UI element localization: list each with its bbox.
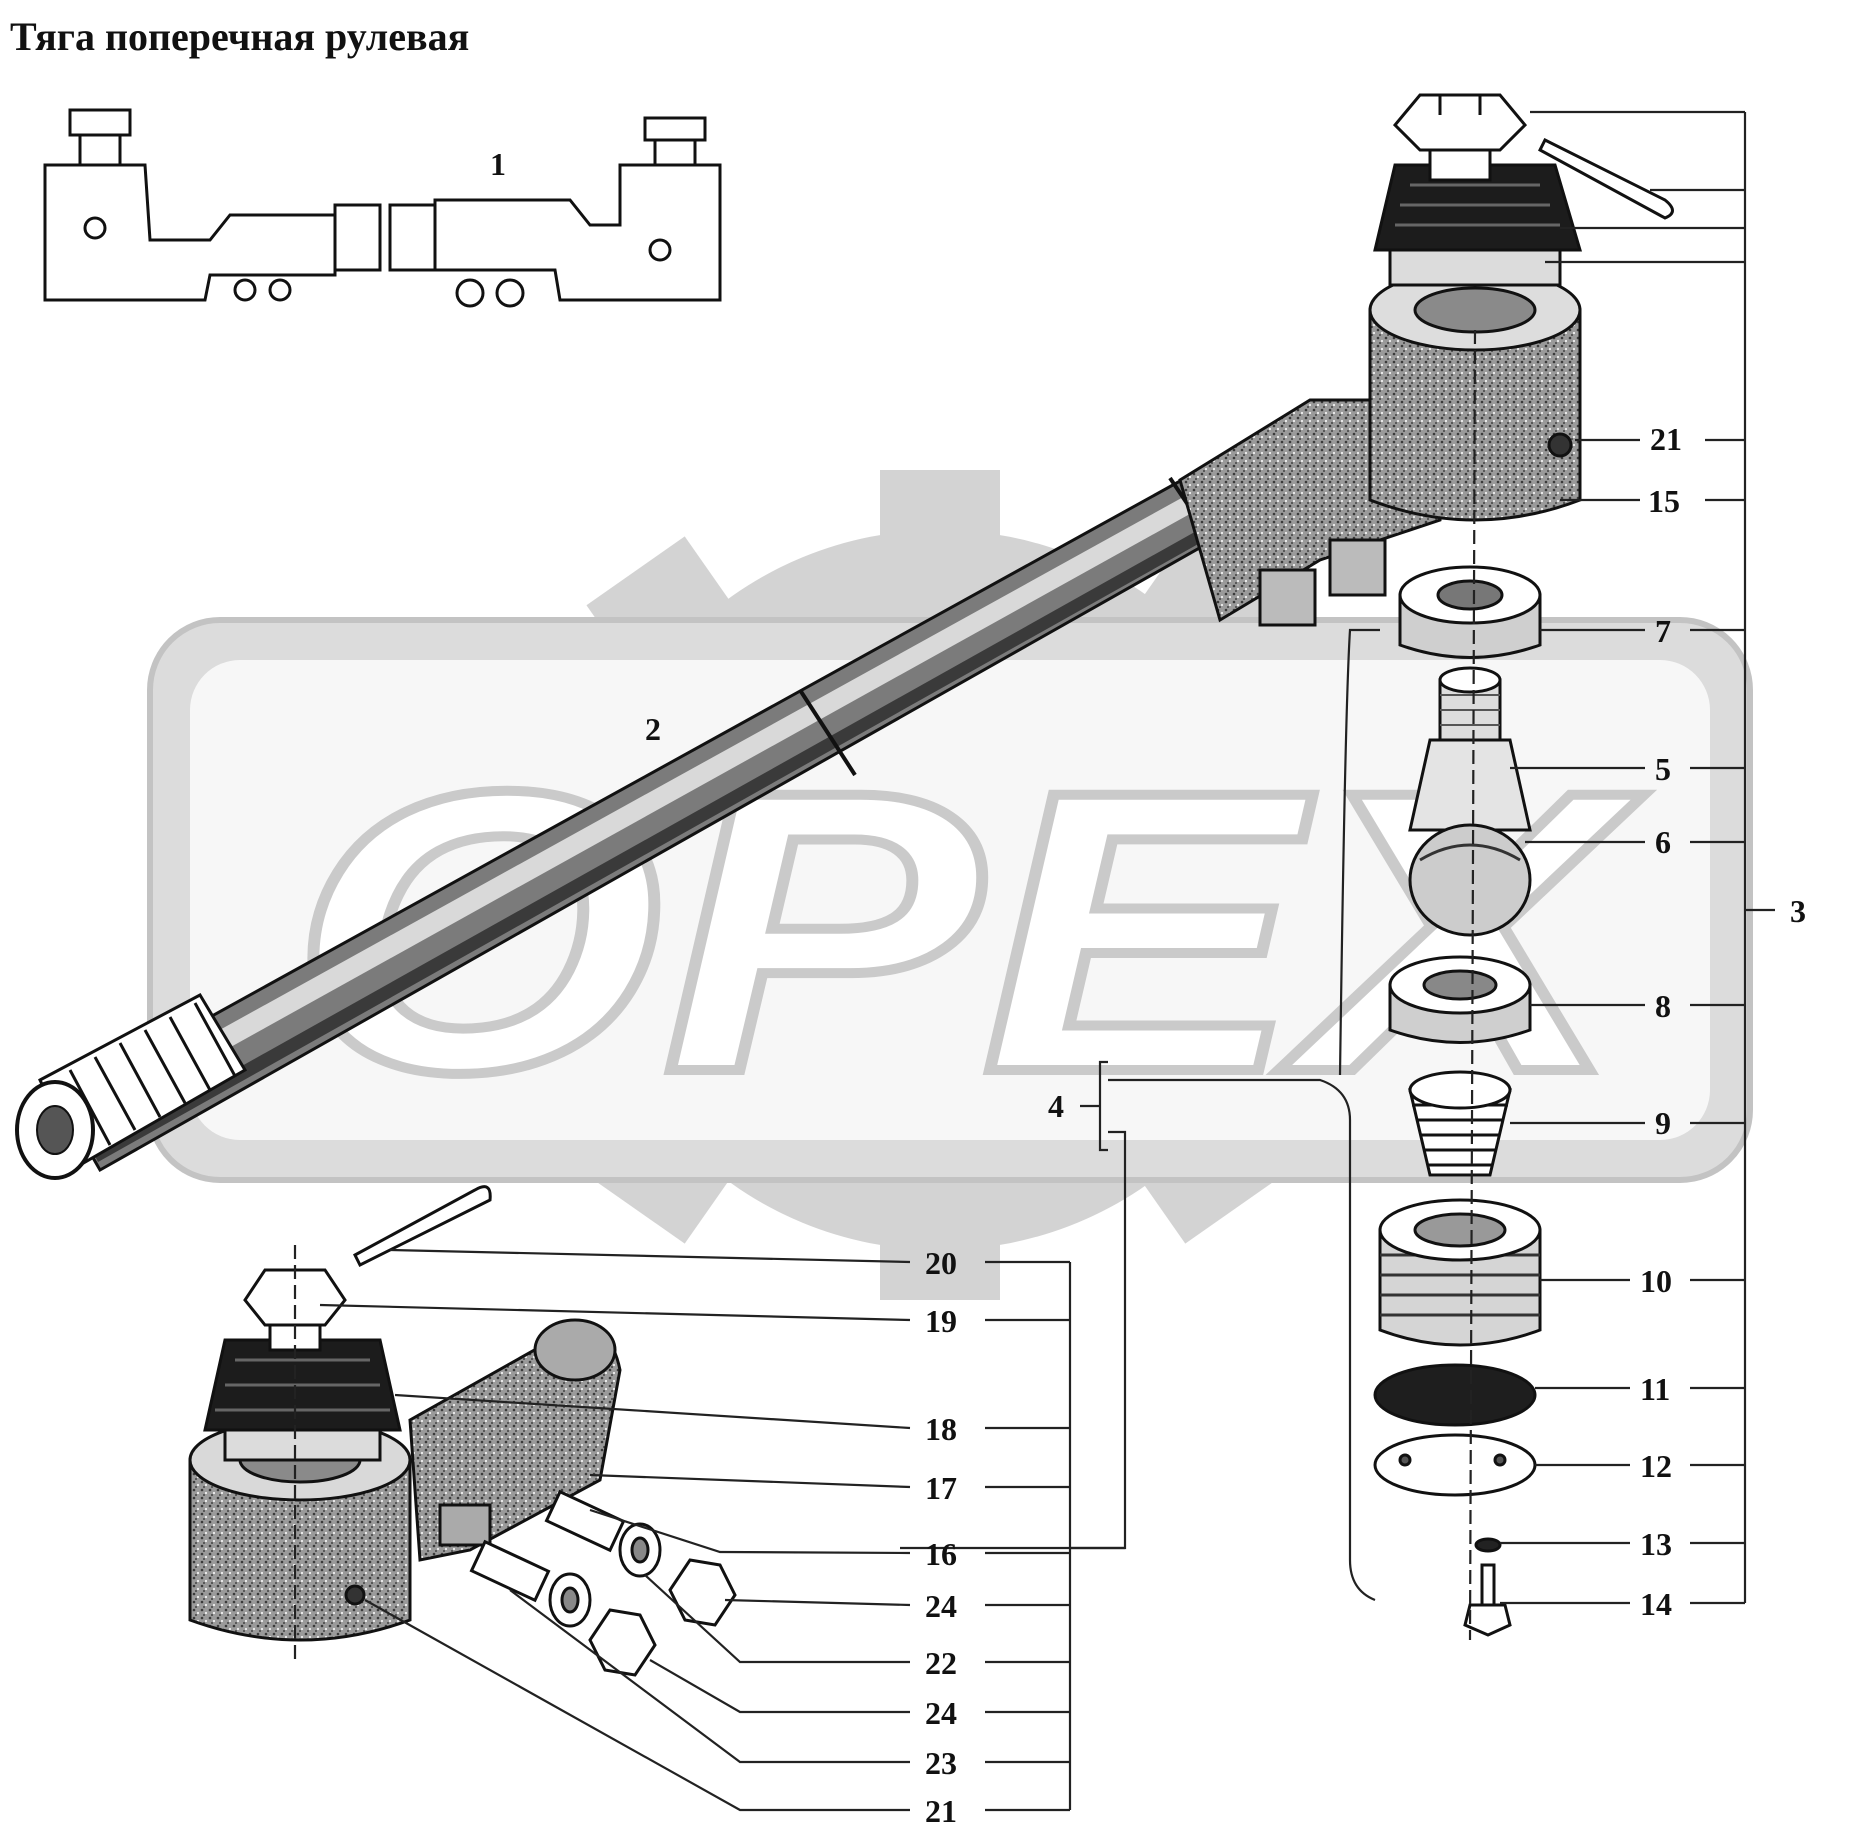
callout-8: 8 bbox=[1655, 988, 1671, 1024]
left-dust-boot bbox=[203, 1338, 402, 1462]
leader-lines bbox=[319, 110, 1775, 1812]
callout-10: 10 bbox=[1640, 1263, 1672, 1299]
callout-4: 4 bbox=[1048, 1088, 1064, 1124]
callout-labels: 3 4 21 15 7 5 6 8 9 10 11 12 13 14 20 19… bbox=[925, 421, 1806, 1829]
callout-14: 14 bbox=[1640, 1586, 1672, 1622]
exploded-stack bbox=[1373, 565, 1542, 1637]
right-castle-nut bbox=[1392, 93, 1528, 182]
callout-15: 15 bbox=[1648, 483, 1680, 519]
right-cotter-pin-icon bbox=[1538, 137, 1674, 220]
part-16-bolt bbox=[544, 1489, 626, 1553]
callout-20: 20 bbox=[925, 1245, 957, 1281]
callout-11: 11 bbox=[1640, 1371, 1670, 1407]
callout-18: 18 bbox=[925, 1411, 957, 1447]
left-clamp-hardware bbox=[469, 1489, 737, 1677]
callout-1: 1 bbox=[490, 146, 506, 182]
callout-6: 6 bbox=[1655, 824, 1671, 860]
callout-16: 16 bbox=[925, 1536, 957, 1572]
right-dust-boot bbox=[1373, 163, 1583, 287]
callout-3: 3 bbox=[1790, 893, 1806, 929]
part-13-washer bbox=[1474, 1537, 1502, 1553]
part-7-ring bbox=[1398, 565, 1542, 659]
part-9-spring bbox=[1408, 1070, 1512, 1177]
part-24-nut-upper bbox=[668, 1558, 737, 1627]
assembled-tie-rod-thumbnail bbox=[43, 108, 722, 308]
part-5-ball-pin bbox=[1408, 666, 1532, 832]
part-8-ring bbox=[1388, 955, 1532, 1044]
part-24-nut-lower bbox=[588, 1608, 657, 1677]
part-10-threaded-plug bbox=[1378, 1198, 1542, 1347]
part-14-bolt bbox=[1463, 1563, 1512, 1637]
page-title: Тяга поперечная рулевая bbox=[10, 14, 469, 59]
callout-21-right: 21 bbox=[1650, 421, 1682, 457]
part-11-gasket bbox=[1373, 1363, 1537, 1427]
callout-19: 19 bbox=[925, 1303, 957, 1339]
left-cotter-pin-icon bbox=[353, 1185, 492, 1268]
part-6-ball bbox=[1408, 823, 1532, 937]
part-12-plate bbox=[1373, 1433, 1537, 1497]
callout-23: 23 bbox=[925, 1745, 957, 1781]
right-end-housing bbox=[1178, 268, 1582, 627]
callout-2: 2 bbox=[645, 711, 661, 747]
callout-5: 5 bbox=[1655, 751, 1671, 787]
tie-rod-tube bbox=[15, 468, 1243, 1180]
callout-12: 12 bbox=[1640, 1448, 1672, 1484]
callout-7: 7 bbox=[1655, 613, 1671, 649]
callout-9: 9 bbox=[1655, 1105, 1671, 1141]
callout-24-upper: 24 bbox=[925, 1588, 957, 1624]
callout-22: 22 bbox=[925, 1645, 957, 1681]
callout-13: 13 bbox=[1640, 1526, 1672, 1562]
part-23-bolt bbox=[469, 1539, 551, 1603]
callout-17: 17 bbox=[925, 1470, 957, 1506]
callout-24-lower: 24 bbox=[925, 1695, 957, 1731]
callout-21-left: 21 bbox=[925, 1793, 957, 1829]
